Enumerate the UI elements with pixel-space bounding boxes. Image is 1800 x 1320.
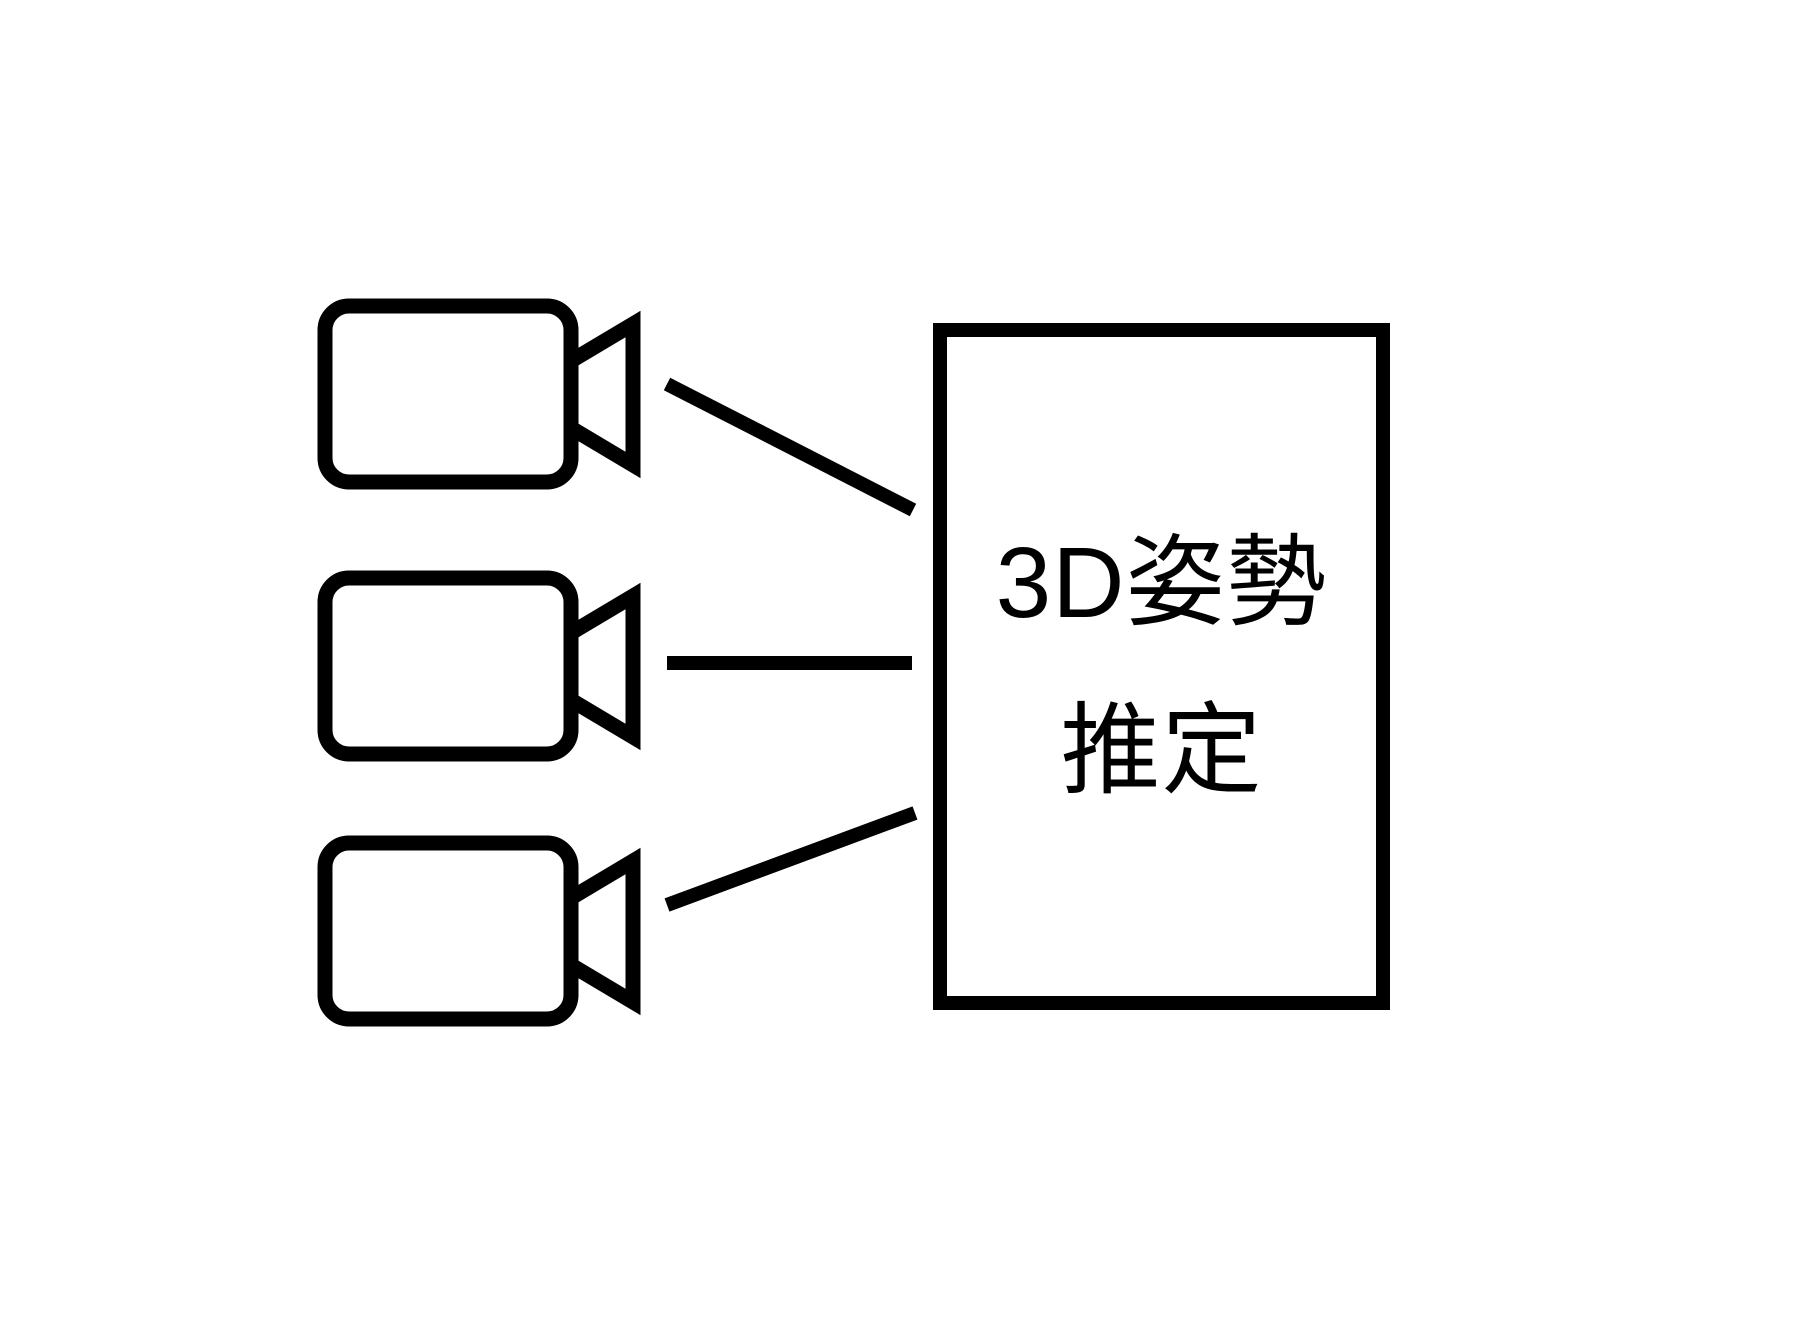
connector-bottom [664, 806, 918, 912]
video-camera-icon [317, 570, 641, 762]
video-camera-icon [317, 298, 641, 490]
pose-box-label-line2: 推定 [1060, 694, 1263, 807]
pose-estimation-box: 3D姿勢 推定 [933, 323, 1390, 1010]
video-camera-icon [317, 835, 641, 1027]
pose-box-label-line1: 3D姿勢 [995, 526, 1328, 639]
connector-top [663, 377, 917, 517]
